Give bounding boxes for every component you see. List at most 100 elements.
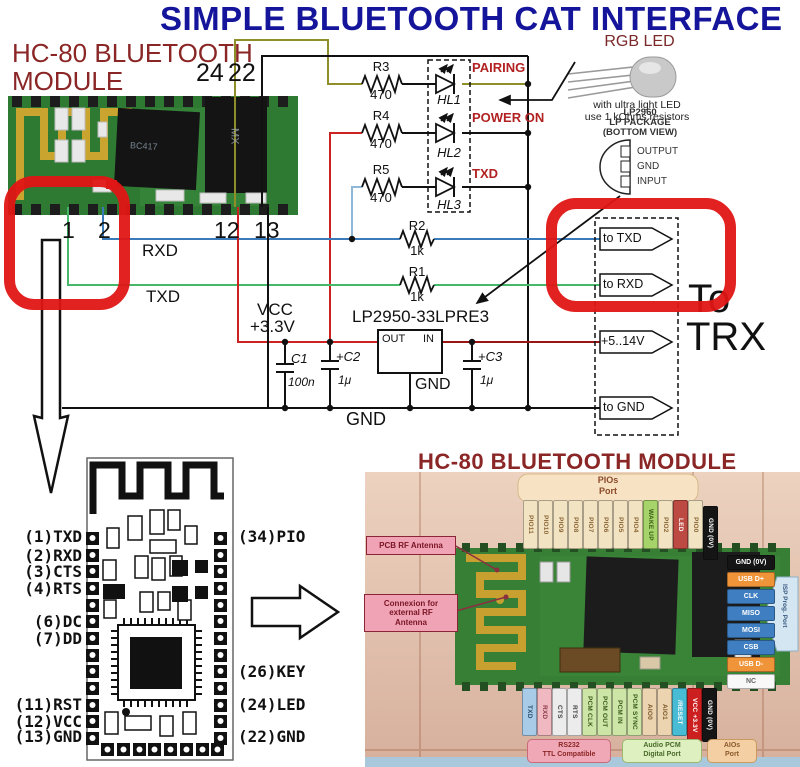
photo-pin-wakeup: WAKE UP — [643, 500, 658, 549]
photo-pin-aio1: AIO1 — [657, 688, 672, 736]
cap-c2-value: 1μ — [338, 373, 352, 387]
lp2960-pin-gnd: GND — [637, 161, 660, 172]
chip1-marking: BC417 — [129, 140, 158, 152]
photo-pin-pio5: PIO5 — [613, 500, 628, 549]
photo-pin-led: LED — [673, 500, 688, 549]
photo-pin-pio7: PIO7 — [583, 500, 598, 549]
photo-pin-mosi: MOSI — [727, 623, 775, 638]
resistor-r5-value: 470 — [370, 190, 392, 205]
isp-port-label: ISP Prog. Port — [780, 584, 788, 628]
txd-wire-label: TXD — [146, 287, 180, 306]
photo-pin-txd-bottom: TXD — [522, 688, 537, 736]
pinout-left-dc: (6)DC — [33, 612, 82, 631]
photo-pin-gnd-bottom: GND (0V) — [702, 688, 717, 742]
group-audio-line1: Audio PCM — [643, 742, 681, 749]
rgb-led-pointer-arrow — [498, 61, 576, 106]
group-audio-pcm: Audio PCM Digital Port — [622, 739, 702, 763]
cap-c3-name: +C3 — [478, 349, 503, 364]
group-rs232-line1: RS232 — [558, 742, 580, 749]
rxd-wire-label: RXD — [142, 241, 178, 260]
group-aios: AIOs Port — [707, 739, 757, 763]
module-heading-line2: MODULE — [12, 66, 124, 96]
group-rs232-line2: TTL Compatible — [542, 750, 596, 758]
photo-pin-rxd-bottom: RXD — [537, 688, 552, 736]
pinout-right-pio: (34)PIO — [238, 527, 306, 546]
group-audio-line2: Digital Port — [643, 750, 681, 758]
resistors — [361, 72, 435, 296]
pin-13-label: 13 — [254, 217, 280, 243]
photo-pin-clk: CLK — [727, 589, 775, 604]
lp2960-pin-output: OUTPUT — [637, 146, 679, 157]
rgb-led-caption1: with ultra light LED — [593, 99, 681, 111]
photo-pin-pcmsync: PCM SYNC — [627, 688, 642, 736]
vcc-label: VCC — [257, 300, 293, 319]
photo-pin-usb-dplus: USB D+ — [727, 572, 775, 587]
photo-pin-pcmclk: PCM CLK — [582, 688, 597, 736]
pios-port-line2: Port — [599, 486, 617, 496]
pinout-right-key: (26)KEY — [238, 662, 306, 681]
vcc-voltage-label: +3.3V — [250, 317, 295, 336]
photo-pin-reset: /RESET — [672, 688, 687, 736]
lp2960-line1: LP2960 — [623, 107, 657, 118]
resistor-r5-name: R5 — [372, 162, 390, 177]
led-hl1-name: HL1 — [437, 92, 461, 107]
photo-pin-cts-bottom: CTS — [552, 688, 567, 736]
pinout-left-dd: (7)DD — [33, 629, 82, 648]
rgb-led-drawing — [567, 56, 677, 99]
resistor-r4-name: R4 — [372, 108, 390, 123]
callout2-line2: external RF — [389, 608, 433, 618]
photo-pin-pio4: PIO4 — [628, 500, 643, 549]
led-hl3-name: HL3 — [437, 197, 461, 212]
schematic-wires — [62, 39, 600, 409]
pinout-left-rxd: (2)RXD — [24, 546, 82, 565]
resistor-r2-value: 1k — [410, 243, 424, 258]
pinout-left-cts: (3)CTS — [24, 562, 82, 581]
resistor-r3-name: R3 — [372, 59, 390, 74]
photo-pin-usb-dminus: USB D- — [727, 657, 775, 672]
connector-to-gnd: to GND — [603, 400, 645, 414]
module-photo-top — [8, 96, 298, 215]
gnd-label: GND — [346, 409, 386, 429]
photo-title: HC-80 BLUETOOTH MODULE — [418, 449, 737, 474]
group-aios-line2: Port — [725, 750, 739, 758]
photo-pin-rts-bottom: RTS — [567, 688, 582, 736]
photo-pin-pio6: PIO6 — [598, 500, 613, 549]
resistor-r1-name: R1 — [408, 264, 426, 279]
photo-pin-nc: NC — [727, 674, 775, 689]
lp2960-line2: LP PACKAGE — [609, 117, 671, 128]
rgb-led-title: RGB LED — [604, 33, 675, 50]
resistor-r4-value: 470 — [370, 136, 392, 151]
to-trx-line2: TRX — [686, 315, 766, 359]
photo-pin-pcmout: PCM OUT — [597, 688, 612, 736]
pin-22-label: 22 — [228, 59, 256, 87]
pin-1-label: 1 — [62, 217, 75, 243]
pin-24-label: 24 — [196, 59, 224, 87]
lp2960-line3: (BOTTOM VIEW) — [602, 127, 678, 138]
regulator-box — [377, 329, 443, 374]
connector-to-txd: to TXD — [603, 231, 642, 245]
lp2960-pin-input: INPUT — [637, 176, 667, 187]
pinout-left-rst: (11)RST — [14, 695, 82, 714]
module-heading-line1: HC-80 BLUETOOTH — [12, 38, 253, 68]
cap-c3-value: 1μ — [480, 373, 494, 387]
resistor-r3-value: 470 — [370, 87, 392, 102]
led-poweron-label: POWER ON — [472, 110, 545, 125]
connector-to-rxd: to RXD — [603, 277, 644, 291]
cap-c1-value: 100n — [288, 375, 315, 389]
led-txd-label: TXD — [472, 166, 498, 181]
cap-c2-name: +C2 — [336, 349, 361, 364]
trx-connectors — [594, 217, 679, 436]
pinout-drawing — [86, 457, 234, 761]
page-title: SIMPLE BLUETOOTH CAT INTERFACE — [160, 0, 783, 37]
photo-pin-pio10: PIO10 — [538, 500, 553, 549]
photo-pin-aio0: AIO0 — [642, 688, 657, 736]
photo-pin-pio9: PIO9 — [553, 500, 568, 549]
pin-12-label: 12 — [214, 217, 240, 243]
callout-pcb-antenna: PCB RF Antenna — [366, 536, 456, 555]
pcb-antenna-bottom — [466, 554, 526, 670]
group-aios-line1: AIOs — [723, 742, 741, 749]
regulator-part-label: LP2950-33LPRE3 — [352, 307, 490, 326]
photo-pin-pio0: PIO0 — [688, 500, 703, 549]
callout-external-antenna: Connexion for external RF Antenna — [364, 594, 458, 632]
